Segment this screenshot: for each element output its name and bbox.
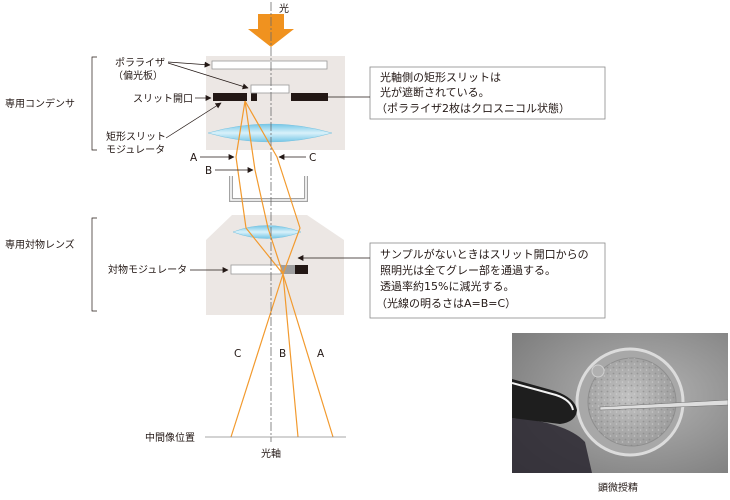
objective-bracket [91, 217, 97, 312]
objective-modulator-dark [295, 265, 308, 274]
ray-c [230, 100, 301, 438]
polarizer-leader [167, 61, 211, 68]
ray-b-label-bottom: B [279, 348, 286, 360]
condenser-bracket [91, 56, 97, 151]
injection-needle [599, 399, 728, 411]
light-arrow-icon [248, 14, 294, 47]
modulator-callout-line: （光線の明るさはA=B=C） [376, 296, 516, 310]
ray-a [235, 100, 334, 438]
pipette-shadow [512, 418, 592, 473]
slit-callout-box [369, 66, 606, 120]
objective-modulator-gray [281, 265, 295, 274]
slit-callout-line: 光軸側の矩形スリットは [380, 70, 501, 84]
slit-modulator-label-line1: 矩形スリット [106, 130, 166, 143]
modulator-callout-line: 照明光は全てグレー部を通過する。 [380, 263, 556, 277]
holding-pipette-highlight [512, 382, 574, 411]
slit-callout-line: 光が遮断されている。 [380, 85, 490, 99]
micrograph [512, 333, 728, 473]
objective-label: 専用対物レンズ [5, 238, 75, 251]
egg-cell-texture [588, 358, 676, 446]
slit-mask-middle [251, 93, 257, 101]
polarizer-label: ポラライザ [115, 57, 165, 69]
intermediate-image-label: 中間像位置 [145, 431, 195, 444]
ray-c-label-bottom: C [234, 348, 241, 360]
ray-c-label-top: C [309, 152, 316, 164]
slit-mask-left [213, 93, 247, 101]
slit-modulator-leader [165, 102, 222, 139]
slit-callout: 光軸側の矩形スリットは 光が遮断されている。 （ポラライザ2枚はクロスニコル状態… [293, 66, 606, 120]
micrograph-caption: 顕微授精 [598, 481, 638, 494]
polarizer [211, 60, 328, 70]
slit-polarizer [250, 84, 290, 94]
polar-body [591, 364, 605, 378]
light-label: 光 [279, 2, 289, 15]
slit-callout-line: （ポラライザ2枚はクロスニコル状態） [376, 101, 570, 115]
optical-axis-label: 光軸 [261, 447, 281, 460]
ray-b [244, 100, 299, 438]
modulator-callout-line: 透過率約15%に減光する。 [380, 279, 514, 293]
modulator-callout: サンプルがないときはスリット開口からの 照明光は全てグレー部を通過する。 透過率… [297, 242, 606, 319]
modulator-callout-line: サンプルがないときはスリット開口からの [380, 247, 589, 261]
objective-modulator-clear [230, 264, 282, 275]
polarizer-sublabel: （偏光板） [113, 69, 163, 82]
holding-pipette [512, 379, 577, 424]
modulator-callout-box [369, 242, 606, 319]
specimen-dish-inner [230, 176, 307, 201]
objective-modulator-label: 対物モジュレータ [108, 263, 187, 276]
ray-b-label-top: B [205, 165, 212, 177]
ray-a-label-bottom: A [317, 348, 325, 360]
condenser-label: 専用コンデンサ [5, 97, 75, 110]
slit-modulator-label-line2: モジュレータ [106, 144, 165, 156]
slit-polarizer-leader [167, 62, 249, 90]
ray-a-label-top: A [190, 152, 198, 164]
specimen-dish [229, 176, 308, 202]
slit-label: スリット開口 [133, 93, 193, 105]
